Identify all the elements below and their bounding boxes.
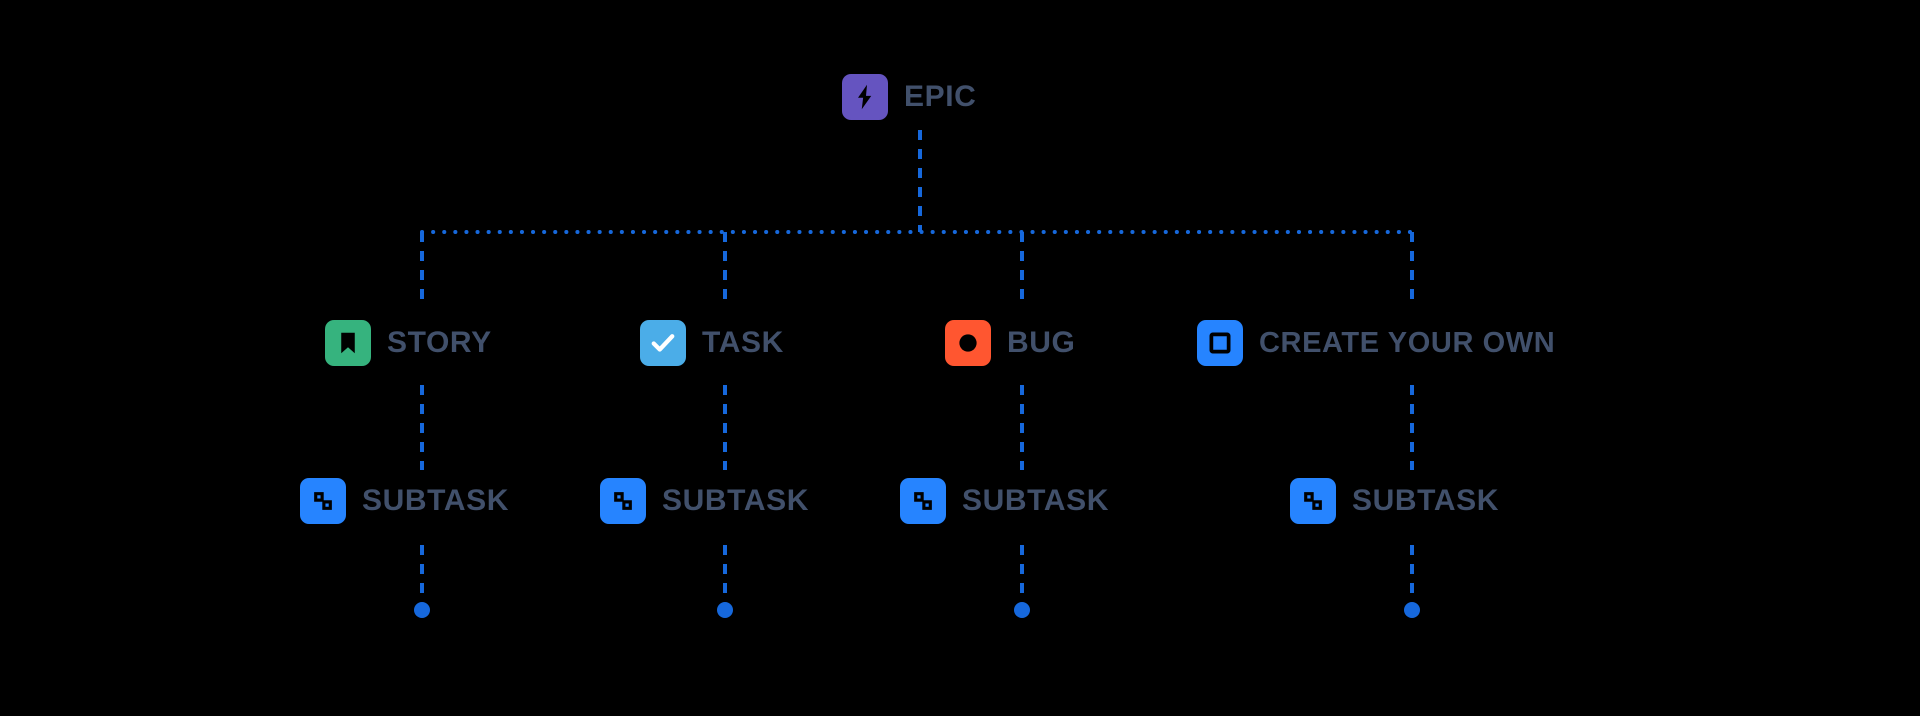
connector-terminal-dot bbox=[1404, 602, 1420, 618]
subtask-icon bbox=[600, 478, 646, 524]
node-subtask-create[interactable]: SUBTASK bbox=[1290, 478, 1499, 524]
subtask-icon bbox=[300, 478, 346, 524]
node-label-create-your-own: CREATE YOUR OWN bbox=[1259, 326, 1556, 359]
subtask-icon bbox=[1290, 478, 1336, 524]
connector-terminal-dot bbox=[717, 602, 733, 618]
node-create-your-own[interactable]: CREATE YOUR OWN bbox=[1197, 320, 1555, 366]
node-label-epic: EPIC bbox=[904, 80, 977, 113]
node-label-subtask: SUBTASK bbox=[362, 484, 509, 517]
node-story[interactable]: STORY bbox=[325, 320, 492, 366]
node-subtask-bug[interactable]: SUBTASK bbox=[900, 478, 1109, 524]
bug-circle-icon bbox=[945, 320, 991, 366]
node-label-subtask: SUBTASK bbox=[662, 484, 809, 517]
node-task[interactable]: TASK bbox=[640, 320, 784, 366]
node-label-subtask: SUBTASK bbox=[1352, 484, 1499, 517]
node-subtask-task[interactable]: SUBTASK bbox=[600, 478, 809, 524]
node-label-subtask: SUBTASK bbox=[962, 484, 1109, 517]
node-bug[interactable]: BUG bbox=[945, 320, 1075, 366]
task-check-icon bbox=[640, 320, 686, 366]
node-subtask-story[interactable]: SUBTASK bbox=[300, 478, 509, 524]
epic-lightning-icon bbox=[842, 74, 888, 120]
node-label-story: STORY bbox=[387, 326, 492, 359]
node-epic[interactable]: EPIC bbox=[842, 74, 976, 120]
story-bookmark-icon bbox=[325, 320, 371, 366]
connector-terminal-dot bbox=[1014, 602, 1030, 618]
node-label-bug: BUG bbox=[1007, 326, 1076, 359]
node-label-task: TASK bbox=[702, 326, 784, 359]
subtask-icon bbox=[900, 478, 946, 524]
create-your-own-square-icon bbox=[1197, 320, 1243, 366]
connector-terminal-dot bbox=[414, 602, 430, 618]
